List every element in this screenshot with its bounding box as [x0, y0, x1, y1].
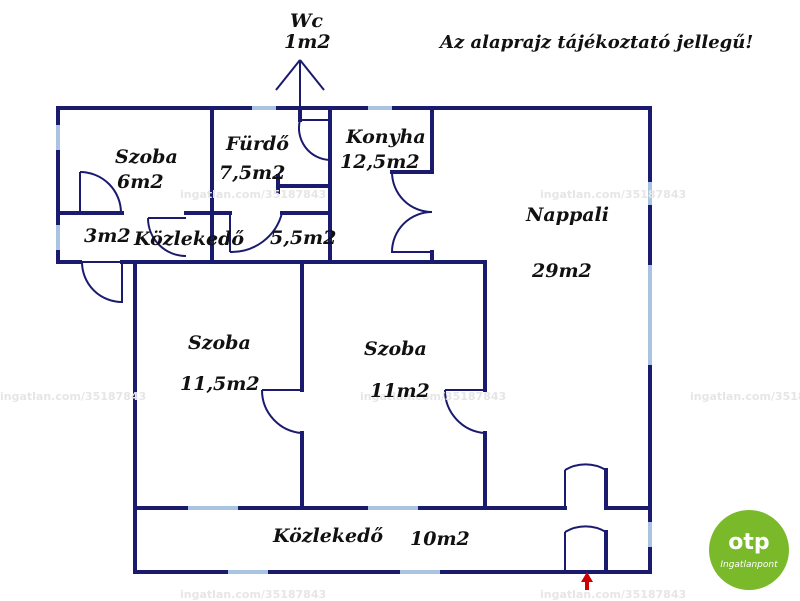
logo-brand: otp — [728, 530, 770, 555]
kozlekedo-upper-area: 5,5m2 — [270, 227, 337, 249]
kozlekedo-lower-name: Közlekedő — [273, 525, 384, 547]
szoba-left-area: 11,5m2 — [180, 373, 260, 395]
watermark: ingatlan.com/35187843 — [690, 390, 800, 403]
nappali-name: Nappali — [526, 204, 609, 226]
disclaimer-note: Az alaprajz tájékoztató jellegű! — [440, 32, 754, 53]
watermark: ingatlan.com/35187843 — [180, 188, 327, 201]
konyha-name: Konyha — [346, 126, 426, 148]
watermark: ingatlan.com/35187843 — [180, 588, 327, 601]
wc-area: 1m2 — [284, 31, 331, 53]
watermark: ingatlan.com/35187843 — [540, 188, 687, 201]
szoba-left-name: Szoba — [188, 332, 251, 354]
kozlekedo-lower-area: 10m2 — [410, 528, 470, 550]
nappali-area: 29m2 — [532, 260, 592, 282]
szoba-small-area: 6m2 — [117, 171, 164, 193]
watermark: ingatlan.com/35187843 — [540, 588, 687, 601]
watermark: ingatlan.com/35187843 — [0, 390, 147, 403]
furdo-name: Fürdő — [226, 133, 289, 155]
doors — [79, 119, 607, 572]
szoba-middle-name: Szoba — [364, 338, 427, 360]
wc-arrow — [275, 59, 325, 108]
otp-logo: otp Ingatlanpont — [709, 510, 789, 590]
entrance-arrow — [581, 572, 593, 590]
furdo-area: 7,5m2 — [219, 162, 286, 184]
watermark: ingatlan.com/35187843 — [360, 390, 507, 403]
kozlekedo-upper-name: Közlekedő — [134, 228, 245, 250]
szoba-small-name: Szoba — [115, 146, 178, 168]
logo-sub: Ingatlanpont — [720, 560, 778, 570]
kamra-area: 3m2 — [84, 225, 131, 247]
windows — [56, 106, 652, 574]
konyha-area: 12,5m2 — [340, 151, 420, 173]
wc-name: Wc — [290, 10, 323, 32]
szoba-middle-area: 11m2 — [370, 380, 430, 402]
